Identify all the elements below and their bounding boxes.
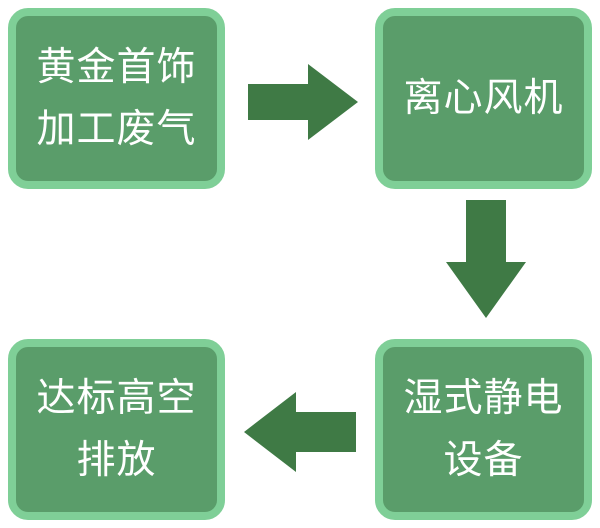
node-centrifugal-fan-label: 离心风机 xyxy=(403,75,564,121)
arrow-down-icon xyxy=(446,200,526,318)
node-source: 黄金首饰 加工废气 xyxy=(8,8,225,189)
arrow-right-icon xyxy=(248,64,358,140)
node-centrifugal-fan: 离心风机 xyxy=(375,8,592,189)
node-source-label: 黄金首饰 加工废气 xyxy=(36,44,197,152)
node-wet-electrostatic-label: 湿式静电 设备 xyxy=(403,375,564,483)
arrow-left-icon xyxy=(244,392,356,472)
node-discharge: 达标高空 排放 xyxy=(8,339,225,520)
node-discharge-label: 达标高空 排放 xyxy=(36,375,197,483)
node-wet-electrostatic: 湿式静电 设备 xyxy=(375,339,592,520)
